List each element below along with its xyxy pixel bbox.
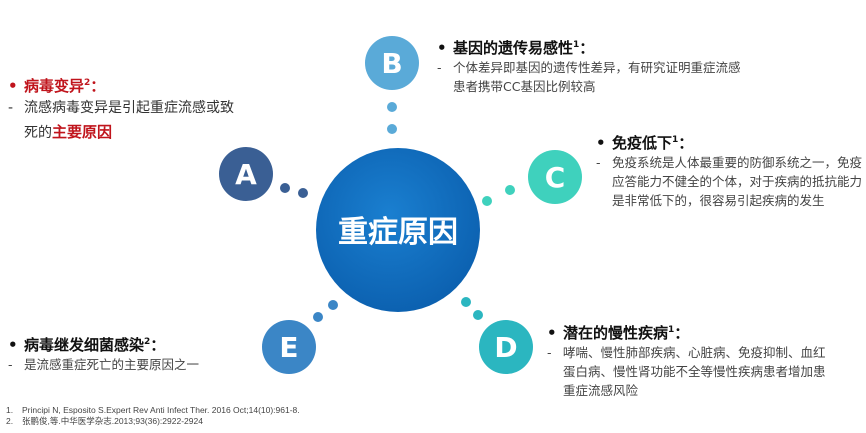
connector-dot-b (387, 102, 397, 112)
node-circle-a (219, 147, 273, 201)
connector-dot-d (461, 297, 471, 307)
item-d-desc: -哮喘、慢性肺部疾病、心脏病、免疫抑制、血红蛋白病、慢性肾功能不全等慢性疾病患者… (547, 343, 833, 400)
node-letter-d: D (494, 331, 517, 364)
item-e-desc-text: 是流感重症死亡的主要原因之一 (24, 357, 200, 372)
item-b-title: 基因的遗传易感性 (453, 39, 574, 57)
item-e-title: 病毒继发细菌感染 (24, 336, 145, 354)
item-c-title: 免疫低下 (612, 134, 673, 152)
center-label: 重症原因 (338, 215, 458, 250)
colon: ： (90, 77, 106, 95)
node-circle-c (528, 150, 582, 204)
item-c-desc-text: 免疫系统是人体最重要的防御系统之一，免疫应答能力不健全的个体，对于疾病的抵抗能力… (612, 155, 863, 208)
connector-dot-e (313, 312, 323, 322)
dash: - (547, 345, 552, 360)
node-circle-b (365, 36, 419, 90)
node-letter-e: E (279, 331, 298, 364)
node-circle-d (479, 320, 533, 374)
footnote-ref: 1 (672, 135, 679, 145)
reference-2: 2. 张鹏俊,等.中华医学杂志.2013;93(36):2922-2924 (6, 416, 300, 427)
reference-number: 2. (6, 416, 14, 426)
item-c-desc: -免疫系统是人体最重要的防御系统之一，免疫应答能力不健全的个体，对于疾病的抵抗能… (596, 153, 864, 210)
item-b: • 基因的遗传易感性1： -个体差异即基因的遗传性差异，有研究证明重症流感患者携带… (437, 35, 757, 96)
colon: ： (150, 336, 166, 354)
item-c: • 免疫低下1： -免疫系统是人体最重要的防御系统之一，免疫应答能力不健全的个体，… (596, 130, 866, 210)
dash: - (437, 60, 442, 75)
reference-number: 1. (6, 405, 14, 415)
node-letter-b: B (381, 47, 402, 80)
footnote-ref: 1 (573, 40, 580, 50)
item-d: • 潜在的慢性疾病1： -哮喘、慢性肺部疾病、心脏病、免疫抑制、血红蛋白病、慢性肾… (547, 320, 847, 400)
connector-dot-a (298, 188, 308, 198)
dash: - (8, 100, 14, 116)
item-b-desc: -个体差异即基因的遗传性差异，有研究证明重症流感患者携带CC基因比例较高 (437, 58, 743, 96)
connector-dot-e (328, 300, 338, 310)
reference-text: 张鹏俊,等.中华医学杂志.2013;93(36):2922-2924 (22, 416, 203, 426)
bullet: • (437, 39, 447, 57)
bullet: • (8, 336, 18, 354)
item-d-title: 潜在的慢性疾病 (563, 324, 669, 342)
item-e-desc: -是流感重症死亡的主要原因之一 (8, 355, 248, 374)
item-a-desc: -流感病毒变异是引起重症流感或致死的主要原因 (8, 96, 238, 145)
colon: ： (579, 39, 595, 57)
connector-dot-a (280, 183, 290, 193)
center-circle (316, 148, 480, 312)
footnote-ref: 2 (144, 337, 151, 347)
reference-1: 1. Principi N, Esposito S.Expert Rev Anti… (6, 405, 300, 416)
footnote-ref: 1 (668, 325, 675, 335)
item-a: • 病毒变异2： -流感病毒变异是引起重症流感或致死的主要原因 (8, 73, 238, 145)
node-circle-e (262, 320, 316, 374)
item-b-desc-text: 个体差异即基因的遗传性差异，有研究证明重症流感患者携带CC基因比例较高 (453, 60, 741, 94)
bullet: • (547, 324, 557, 342)
item-a-title: 病毒变异 (24, 77, 85, 95)
bullet: • (596, 134, 606, 152)
node-letter-a: A (235, 158, 257, 191)
reference-text: Principi N, Esposito S.Expert Rev Anti I… (22, 405, 300, 415)
references: 1. Principi N, Esposito S.Expert Rev Anti… (6, 405, 300, 427)
item-a-desc-text: 流感病毒变异是引起重症流感或致死的 (24, 100, 234, 141)
dash: - (8, 357, 13, 372)
connector-dot-d (473, 310, 483, 320)
colon: ： (674, 324, 690, 342)
item-a-highlight: 主要原因 (52, 123, 113, 141)
item-e: • 病毒继发细菌感染2： -是流感重症死亡的主要原因之一 (8, 332, 248, 374)
connector-dot-c (482, 196, 492, 206)
connector-dot-c (505, 185, 515, 195)
item-d-desc-text: 哮喘、慢性肺部疾病、心脏病、免疫抑制、血红蛋白病、慢性肾功能不全等慢性疾病患者增… (563, 345, 826, 398)
bullet: • (8, 77, 18, 95)
colon: ： (678, 134, 694, 152)
connector-dot-b (387, 124, 397, 134)
footnote-ref: 2 (84, 78, 91, 88)
dash: - (596, 155, 601, 170)
node-letter-c: C (545, 161, 566, 194)
